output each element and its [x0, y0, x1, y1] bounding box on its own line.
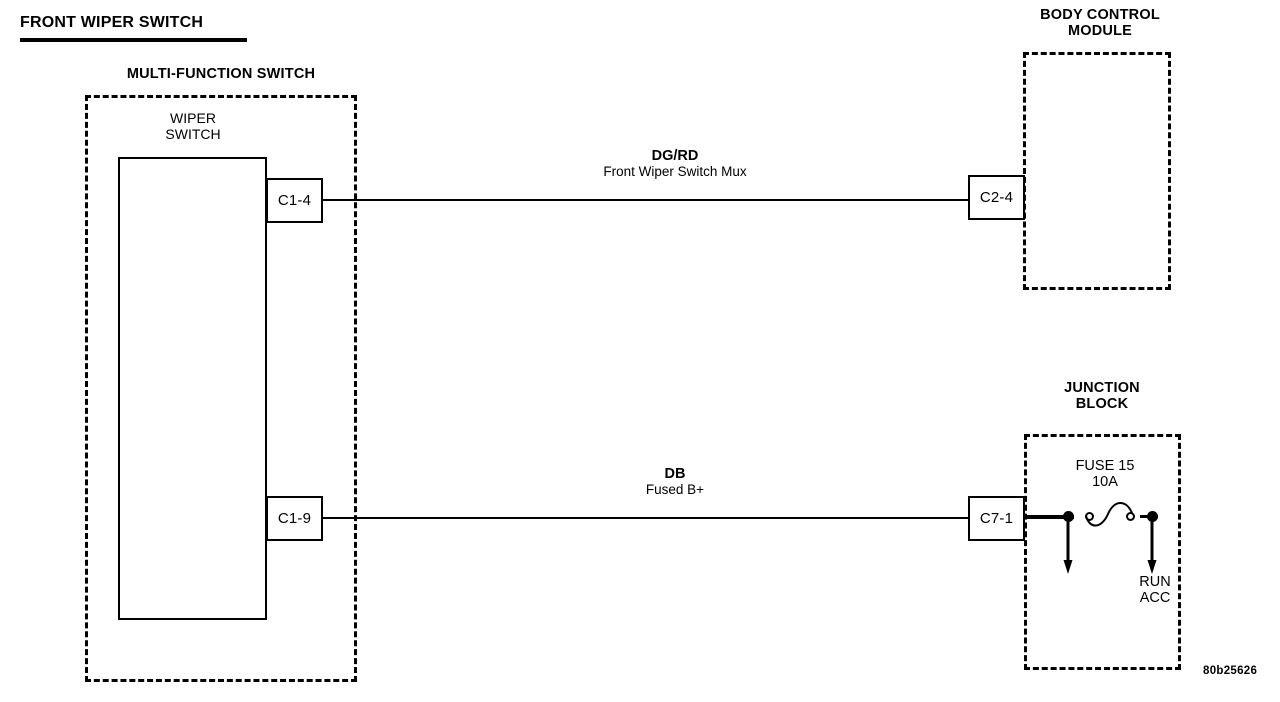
component-label-wiper-switch: WIPER SWITCH [165, 110, 221, 142]
fuse-output-arrow-right-icon [1147, 514, 1157, 574]
wire-color-code-dg-rd: DG/RD [651, 148, 699, 164]
fuse-rating: 10A [1092, 474, 1118, 491]
page-title: FRONT WIPER SWITCH [20, 14, 204, 31]
group-label-body-control-module: BODY CONTROL MODULE [1040, 7, 1160, 40]
connector-c7-1[interactable]: C7-1 [968, 496, 1025, 541]
group-label-multi-function-switch: MULTI-FUNCTION SWITCH [126, 66, 316, 82]
fuse-output-arrow-left-icon [1063, 514, 1073, 574]
connector-c2-4[interactable]: C2-4 [968, 175, 1025, 220]
group-box-junction-block [1024, 434, 1181, 670]
wire-circuit-name-mux: Front Wiper Switch Mux [603, 164, 747, 180]
fuse-terminal-right-icon [1126, 512, 1135, 521]
wire-junction-block-input [1024, 515, 1074, 519]
figure-id: 80b25626 [1203, 665, 1258, 677]
connector-c1-4[interactable]: C1-4 [266, 178, 323, 223]
wire-fused-b-plus [322, 517, 969, 519]
wire-color-code-db: DB [664, 466, 686, 482]
group-box-multi-function-switch [85, 95, 357, 682]
title-underline [20, 38, 247, 42]
fuse-element-icon [1085, 502, 1133, 527]
wire-front-wiper-switch-mux [322, 199, 969, 201]
group-box-body-control-module [1023, 52, 1171, 290]
fuse-name: FUSE 15 [1075, 458, 1135, 474]
wire-circuit-name-fused: Fused B+ [645, 482, 705, 498]
group-label-junction-block: JUNCTION BLOCK [1064, 380, 1140, 413]
component-box-wiper-switch [118, 157, 267, 620]
fuse-output-label-run-acc: RUN ACC [1139, 574, 1171, 607]
connector-c1-9[interactable]: C1-9 [266, 496, 323, 541]
